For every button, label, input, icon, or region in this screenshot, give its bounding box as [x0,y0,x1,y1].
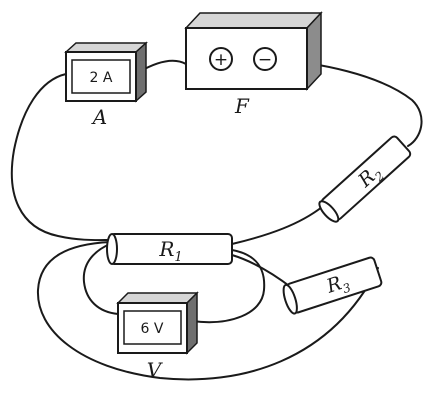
battery: + − F [184,11,323,118]
resistor-r1-label: R1 [158,237,182,265]
resistor-r3-end [282,283,298,315]
wire-r1-to-r3-outer [36,241,379,381]
resistor-r3-label: R3 [323,270,353,301]
battery-minus-symbol: − [258,50,272,70]
voltmeter: 6 V V [116,291,199,382]
ammeter-reading: 2 A [90,70,113,86]
battery-plus-symbol: + [214,50,228,70]
battery-front [185,27,308,90]
ammeter-label: A [91,105,107,129]
resistor-r1-subscript: 1 [174,250,182,265]
resistor-r2-label: R2 [353,161,387,195]
resistor-r3-subscript: 3 [341,280,353,296]
resistor-r1-end [106,233,118,265]
wire-ammeter-to-r1 [10,73,111,242]
voltmeter-display [123,310,182,345]
ammeter-side [135,41,147,103]
wires [10,58,423,381]
resistor-r2: R2 [318,135,412,223]
resistor-r3: R3 [282,256,383,315]
battery-minus-terminal [253,47,277,71]
battery-plus-terminal [209,47,233,71]
resistor-r1: R1 [106,233,233,265]
wire-r1-to-r2 [231,206,323,245]
ammeter-top [64,42,148,53]
wire-voltmeter-to-r1-right [191,249,266,323]
wire-voltmeter-to-r1-left [82,243,119,315]
voltmeter-label: V [147,358,164,382]
ammeter-display [71,59,131,94]
resistor-r1-letter: R [158,237,174,261]
resistor-r2-end [318,200,340,223]
resistor-r3-letter: R [323,272,344,298]
battery-label: F [234,94,250,118]
battery-top [184,12,323,29]
voltmeter-top [116,292,199,304]
ammeter: 2 A A [64,41,148,129]
voltmeter-side [186,291,198,355]
voltmeter-reading: 6 V [141,321,164,337]
